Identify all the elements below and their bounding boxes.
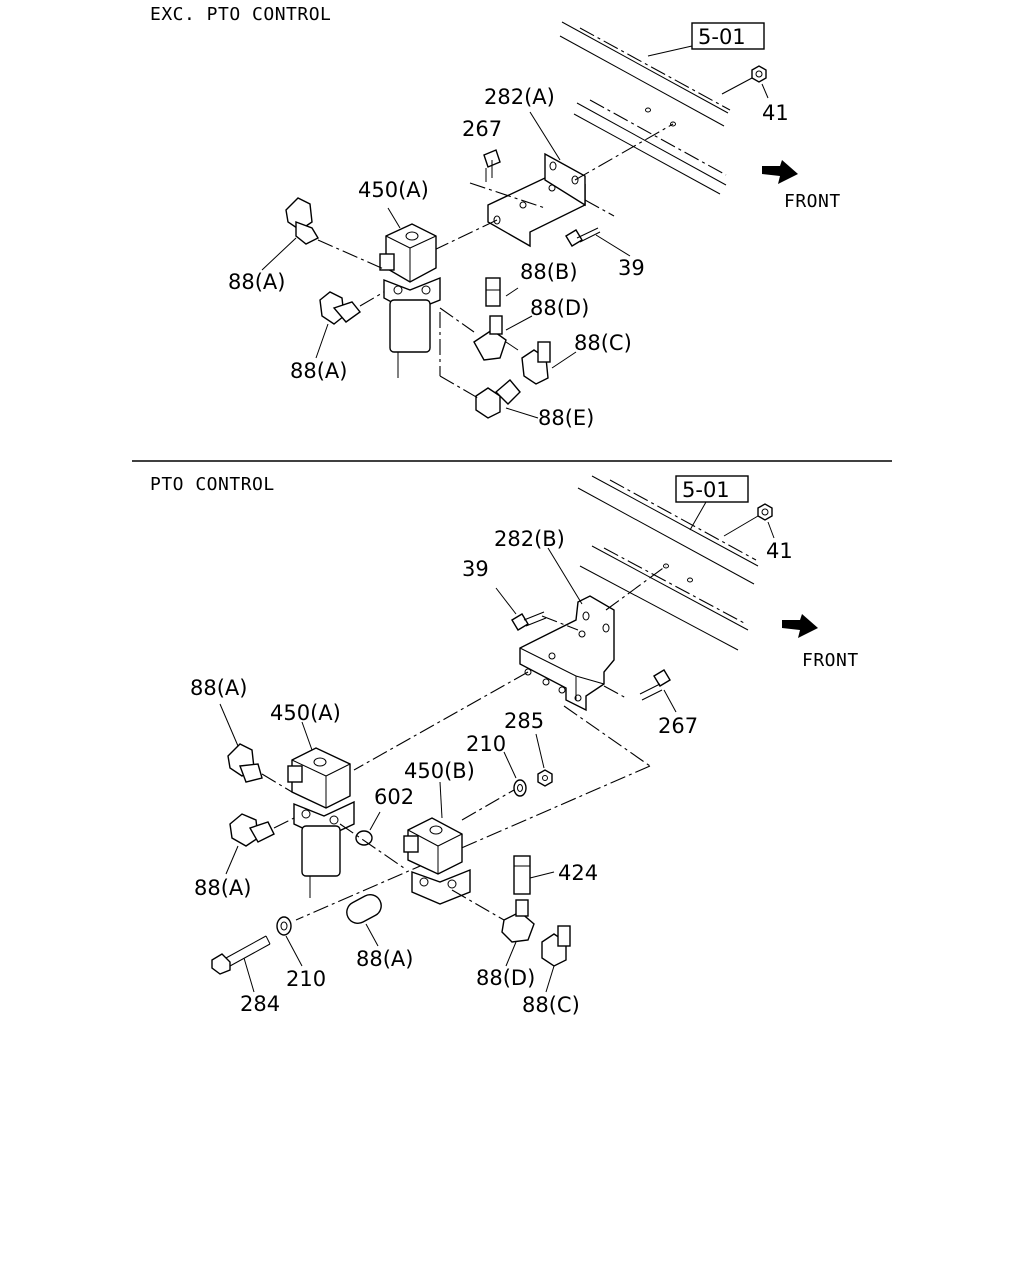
callout-41: 41 — [762, 101, 789, 125]
fitting-88a-top-icon — [227, 743, 263, 783]
o-ring-icon — [355, 830, 373, 846]
washer-210-icon — [513, 779, 527, 797]
callout-88a-upper: 88(A) — [228, 270, 285, 294]
callout-450a: 450(A) — [270, 701, 341, 725]
front-arrow-icon — [762, 160, 798, 184]
ref-box-5-01[interactable]: 5-01 — [675, 475, 749, 503]
callout-88a-top: 88(A) — [190, 676, 247, 700]
section-pto-control: PTO CONTROL 5-01 41 FRO — [150, 474, 859, 1017]
fitting-88b-icon — [485, 277, 501, 307]
front-label: FRONT — [802, 650, 859, 671]
section-exc-pto-control: EXC. PTO CONTROL 5-01 41 — [150, 4, 841, 430]
front-label: FRONT — [784, 191, 841, 212]
frame-rail — [577, 475, 759, 651]
callout-88c: 88(C) — [574, 331, 632, 355]
bolt-284-icon — [211, 935, 271, 975]
nut-icon — [751, 65, 767, 83]
bracket-282b — [519, 595, 615, 712]
callout-424: 424 — [558, 861, 598, 885]
fitting-88a-bottom-icon — [346, 894, 382, 924]
callout-267: 267 — [462, 117, 502, 141]
callout-88a-lower: 88(A) — [290, 359, 347, 383]
fitting-88a-lower-icon — [319, 291, 362, 325]
callout-41: 41 — [766, 539, 793, 563]
spacer-424-icon — [513, 855, 531, 895]
solenoid-valve-450b — [403, 817, 471, 905]
bracket-282a — [487, 152, 586, 248]
callout-267: 267 — [658, 714, 698, 738]
callout-210-top: 210 — [466, 732, 506, 756]
fitting-88c-icon — [521, 341, 551, 385]
callout-88a-left: 88(A) — [194, 876, 251, 900]
fitting-88e-icon — [475, 379, 521, 419]
fitting-88d-icon — [501, 899, 535, 943]
bolt-39-icon — [511, 611, 547, 631]
section-title: EXC. PTO CONTROL — [150, 4, 331, 25]
callout-284: 284 — [240, 992, 280, 1016]
callout-210-bottom: 210 — [286, 967, 326, 991]
ref-box-label: 5-01 — [698, 25, 746, 49]
front-arrow-icon — [782, 614, 818, 638]
solenoid-valve-450a — [379, 223, 441, 378]
callout-88d: 88(D) — [530, 296, 589, 320]
bolt-39-icon — [565, 227, 601, 247]
ref-box-label: 5-01 — [682, 478, 730, 502]
callout-450b: 450(B) — [404, 759, 475, 783]
section-title: PTO CONTROL — [150, 474, 275, 495]
fitting-88a-upper-icon — [285, 197, 319, 245]
callout-282b: 282(B) — [494, 527, 565, 551]
fitting-88a-left-icon — [229, 813, 275, 847]
callout-602: 602 — [374, 785, 414, 809]
bolt-267-icon — [639, 669, 671, 701]
callout-88b: 88(B) — [520, 260, 578, 284]
callout-282a: 282(A) — [484, 85, 555, 109]
ref-box-5-01[interactable]: 5-01 — [691, 22, 765, 50]
callout-39: 39 — [462, 557, 489, 581]
callout-39: 39 — [618, 256, 645, 280]
frame-rail — [559, 21, 731, 195]
fitting-88c-icon — [541, 925, 571, 967]
callout-88a-bottom: 88(A) — [356, 947, 413, 971]
washer-210-icon — [276, 916, 292, 936]
callout-450a: 450(A) — [358, 178, 429, 202]
callout-88d: 88(D) — [476, 966, 535, 990]
solenoid-valve-450a — [287, 747, 355, 898]
nut-285-icon — [537, 769, 553, 787]
callout-88c: 88(C) — [522, 993, 580, 1017]
fitting-88d-icon — [473, 315, 519, 361]
bolt-267-icon — [483, 149, 501, 182]
nut-icon — [757, 503, 773, 521]
callout-285: 285 — [504, 709, 544, 733]
callout-88e: 88(E) — [538, 406, 594, 430]
